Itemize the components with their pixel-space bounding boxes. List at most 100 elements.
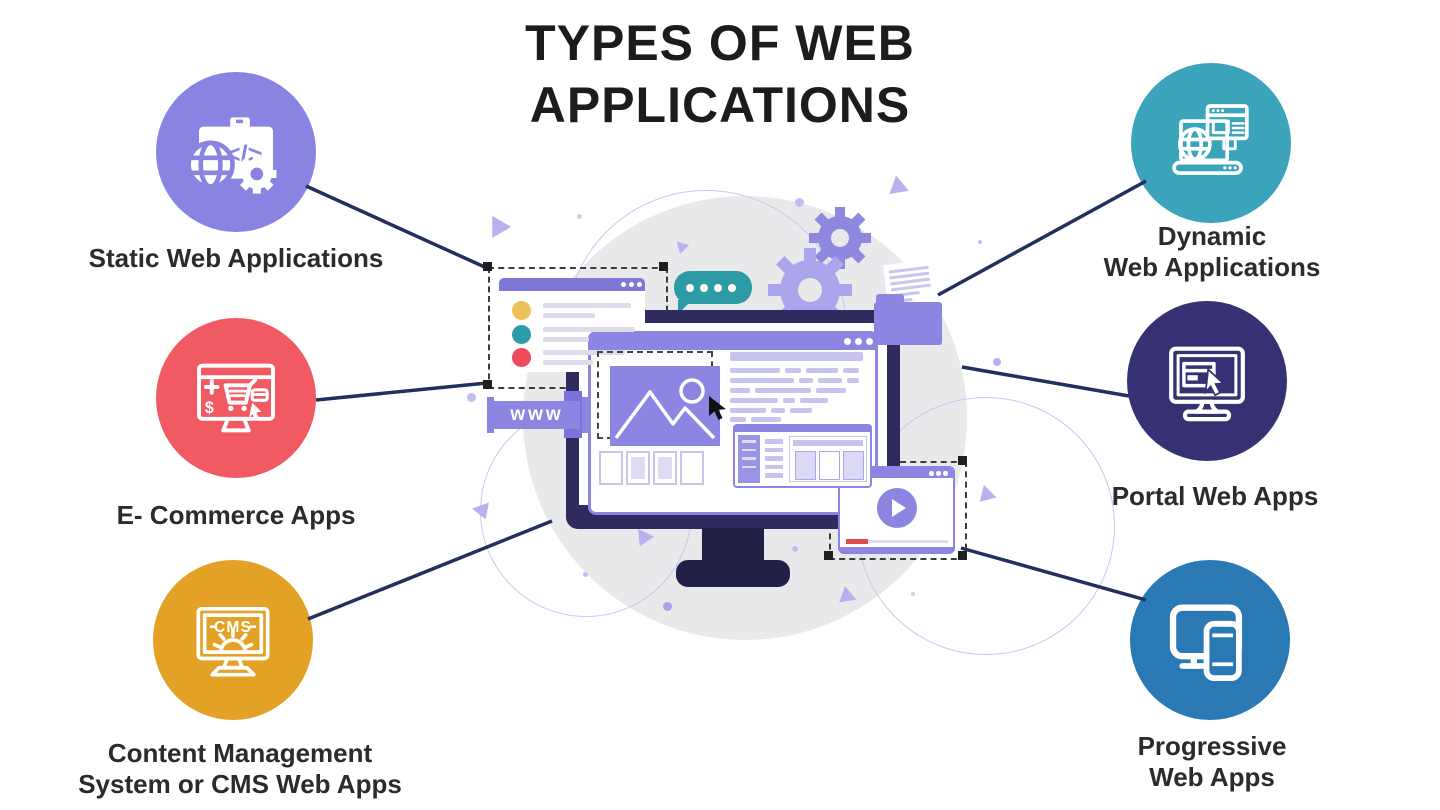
chat-dot xyxy=(714,283,722,292)
folder-code-globe-gear-icon: </> xyxy=(186,117,277,194)
cms-web-apps-badge[interactable]: CMS xyxy=(153,560,313,720)
list-text-bar xyxy=(543,337,589,342)
progressive-web-apps-badge[interactable] xyxy=(1130,560,1290,720)
thumbnail xyxy=(680,451,704,485)
video-bottom-bar xyxy=(840,547,953,552)
monitor-phone-icon xyxy=(1169,604,1243,682)
image-placeholder xyxy=(610,366,720,446)
list-bullet-red xyxy=(512,348,531,367)
cms-monitor-gear-icon: CMS xyxy=(196,606,270,677)
list-text-bar xyxy=(543,360,593,365)
laptop-globe-windows-icon xyxy=(1172,104,1249,175)
decor-dot xyxy=(911,592,915,596)
video-titlebar xyxy=(840,468,953,478)
decor-dot xyxy=(577,214,582,219)
list-bullet-teal xyxy=(512,325,531,344)
decor-dot xyxy=(583,572,588,577)
window-dot xyxy=(943,471,948,476)
text-line xyxy=(730,368,866,373)
window-dot xyxy=(621,282,626,287)
selection-handle[interactable] xyxy=(824,551,833,560)
connector-progressive xyxy=(960,546,1147,602)
www-ribbon-cap xyxy=(487,397,494,433)
text-line xyxy=(730,408,866,413)
decor-dot xyxy=(795,198,804,207)
ecommerce-apps-label: E- Commerce Apps xyxy=(116,500,356,530)
www-ribbon-cap xyxy=(582,397,589,433)
image-icon xyxy=(614,378,716,440)
selection-handle[interactable] xyxy=(659,262,668,271)
page-title-line1: TYPES OF WEB xyxy=(525,15,915,71)
thumbnail xyxy=(626,451,650,485)
decor-dot xyxy=(978,240,982,244)
dynamic-web-apps-label: Dynamic Web Applications xyxy=(1103,221,1321,282)
static-web-apps-badge[interactable]: </> xyxy=(156,72,316,232)
chat-dot xyxy=(686,283,694,292)
selection-handle[interactable] xyxy=(958,456,967,465)
list-text-bar xyxy=(543,327,635,332)
window-dot xyxy=(866,338,873,345)
thumbnail-row xyxy=(599,451,704,485)
cms-web-apps-label: Content Management System or CMS Web App… xyxy=(78,738,402,799)
thumbnail xyxy=(599,451,623,485)
portal-web-apps-badge[interactable] xyxy=(1127,301,1287,461)
text-line xyxy=(730,388,866,393)
sub-window-list xyxy=(765,439,783,478)
gears-icon xyxy=(768,207,871,321)
list-text-bar xyxy=(543,350,625,355)
connector-ecommerce xyxy=(315,381,488,402)
decor-dot xyxy=(663,602,672,611)
list-bullet-yellow xyxy=(512,301,531,320)
list-text-bar xyxy=(543,313,595,318)
page-title-line2: APPLICATIONS xyxy=(529,77,911,133)
monitor-window-cursor-icon xyxy=(1169,346,1245,422)
portal-web-apps-label: Portal Web Apps xyxy=(1111,481,1319,511)
decor-dot xyxy=(993,358,1001,366)
list-text-bar xyxy=(543,303,631,308)
connector-portal xyxy=(961,365,1130,398)
text-block-heading xyxy=(730,352,863,361)
connector-dynamic xyxy=(937,179,1147,297)
selection-handle[interactable] xyxy=(483,380,492,389)
video-progress-track[interactable] xyxy=(846,540,948,543)
chat-bubble-icon xyxy=(674,271,752,304)
sub-window-titlebar xyxy=(735,426,870,432)
ecommerce-apps-badge[interactable]: $ xyxy=(156,318,316,478)
page-title: TYPES OF WEB APPLICATIONS xyxy=(0,12,1440,136)
monitor-stand xyxy=(702,528,764,564)
selection-handle[interactable] xyxy=(958,551,967,560)
window-dot xyxy=(855,338,862,345)
progressive-web-apps-label: Progressive Web Apps xyxy=(1137,731,1287,792)
decor-dot xyxy=(467,393,476,402)
play-button[interactable] xyxy=(877,488,917,528)
window-dot xyxy=(629,282,634,287)
text-line xyxy=(730,417,866,422)
chat-dot xyxy=(728,283,736,292)
sub-window-table xyxy=(789,436,867,482)
text-line xyxy=(730,398,866,403)
www-label: www xyxy=(494,401,580,429)
text-line xyxy=(730,378,866,383)
dynamic-web-apps-badge[interactable] xyxy=(1131,63,1291,223)
list-window-titlebar xyxy=(499,278,645,291)
connector-cms xyxy=(307,519,553,621)
sub-window-sidebar xyxy=(738,435,760,483)
window-dot xyxy=(929,471,934,476)
cursor-icon[interactable] xyxy=(706,395,730,423)
window-dot xyxy=(637,282,642,287)
window-dot xyxy=(936,471,941,476)
sub-window xyxy=(733,424,872,488)
svg-text:$: $ xyxy=(205,399,214,417)
video-progress-fill xyxy=(846,539,868,544)
decor-dot xyxy=(792,546,798,552)
chat-dot xyxy=(700,283,708,292)
connector-static xyxy=(305,184,490,271)
shopping-monitor-icon: $ xyxy=(197,363,275,433)
thumbnail xyxy=(653,451,677,485)
window-dot xyxy=(844,338,851,345)
selection-handle[interactable] xyxy=(483,262,492,271)
folder-icon xyxy=(874,302,942,345)
browser-titlebar xyxy=(591,334,875,350)
